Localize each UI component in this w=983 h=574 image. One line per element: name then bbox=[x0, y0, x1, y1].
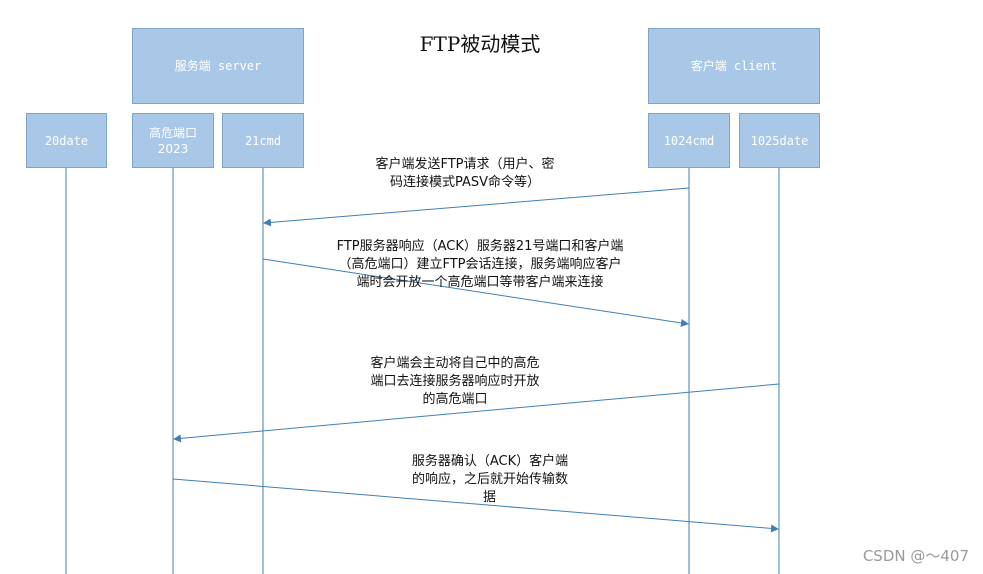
participant-high-port-label: 高危端口 bbox=[148, 125, 197, 140]
diagram-title: FTP被动模式 bbox=[419, 32, 541, 56]
participant-1024cmd: 1024cmd bbox=[648, 113, 730, 168]
participant-1025date: 1025date bbox=[739, 113, 820, 168]
participant-21cmd-label: 21cmd bbox=[244, 133, 282, 148]
client-group-box: 客户端 client bbox=[648, 28, 820, 104]
server-group-box: 服务端 server bbox=[132, 28, 304, 104]
message-server-confirm-line2: 的响应，之后就开始传输数 bbox=[411, 472, 568, 487]
message-ack-response-line3: 端时会开放一个高危端口等带客户端来连接 bbox=[356, 275, 604, 290]
message-request-line2: 码连接模式PASV命令等） bbox=[389, 175, 541, 190]
message-ack-response: FTP服务器响应（ACK）服务器21号端口和客户端 （高危端口）建立FTP会话连… bbox=[300, 238, 660, 292]
participant-high-port-number: 2023 bbox=[157, 141, 189, 156]
watermark: CSDN @～407 bbox=[862, 547, 969, 565]
message-ack-response-line1: FTP服务器响应（ACK）服务器21号端口和客户端 bbox=[336, 239, 624, 254]
message-client-connect-line3: 的高危端口 bbox=[422, 392, 488, 407]
message-server-confirm: 服务器确认（ACK）客户端 的响应，之后就开始传输数 据 bbox=[390, 453, 590, 507]
arrow-request bbox=[263, 187, 690, 227]
participant-20date-label: 20date bbox=[44, 133, 89, 148]
message-request: 客户端发送FTP请求（用户、密 码连接模式PASV命令等） bbox=[330, 156, 600, 192]
arrow-server-confirm bbox=[172, 478, 779, 533]
arrow-client-connect bbox=[173, 383, 780, 443]
message-server-confirm-line1: 服务器确认（ACK）客户端 bbox=[411, 454, 569, 469]
arrow-ack-response bbox=[262, 258, 689, 327]
message-server-confirm-line3: 据 bbox=[483, 490, 497, 505]
server-group-label: 服务端 server bbox=[174, 59, 262, 73]
message-request-line1: 客户端发送FTP请求（用户、密 bbox=[375, 157, 555, 172]
participant-1024cmd-label: 1024cmd bbox=[663, 133, 715, 148]
message-client-connect: 客户端会主动将自己中的高危 端口去连接服务器响应时开放 的高危端口 bbox=[335, 355, 575, 409]
participant-21cmd: 21cmd bbox=[222, 113, 304, 168]
participant-high-port: 高危端口 2023 bbox=[132, 113, 214, 168]
message-client-connect-line2: 端口去连接服务器响应时开放 bbox=[370, 374, 540, 389]
participant-1025date-label: 1025date bbox=[750, 133, 809, 148]
participant-20date: 20date bbox=[26, 113, 107, 168]
message-ack-response-line2: （高危端口）建立FTP会话连接，服务端响应客户 bbox=[338, 257, 622, 272]
client-group-label: 客户端 client bbox=[690, 59, 778, 73]
message-client-connect-line1: 客户端会主动将自己中的高危 bbox=[370, 356, 540, 371]
